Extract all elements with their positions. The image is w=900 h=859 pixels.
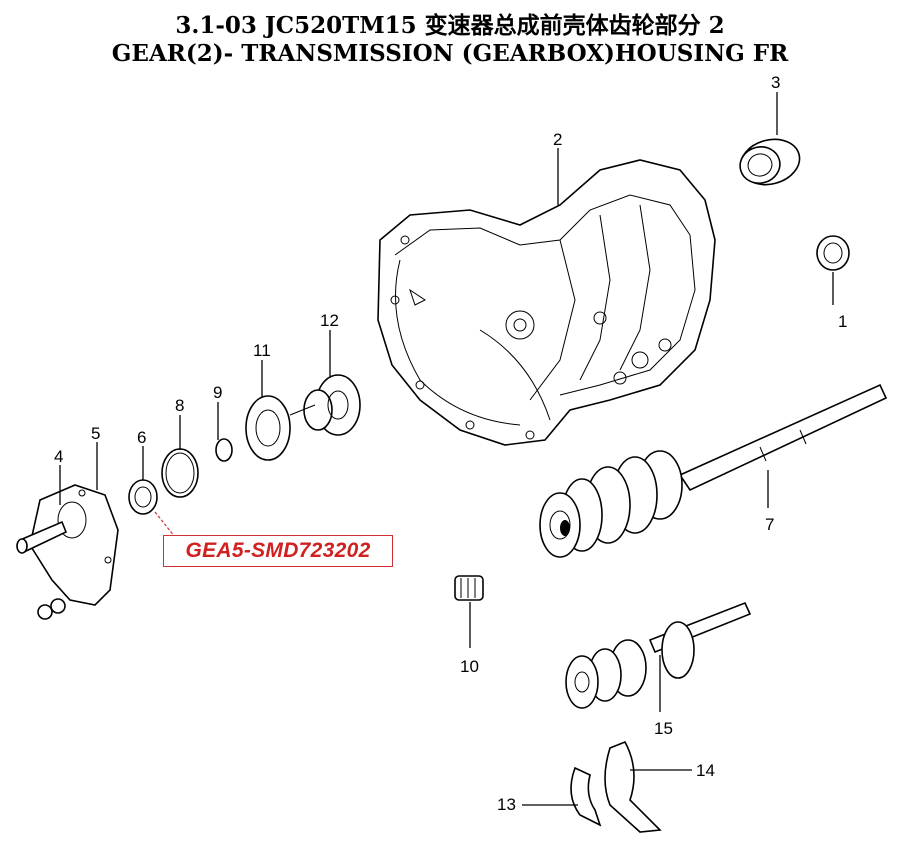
callout-3: 3 — [771, 73, 780, 92]
part-9-snap-ring[interactable] — [215, 438, 233, 462]
callout-10: 10 — [460, 657, 479, 676]
part-4-input-stud[interactable] — [16, 520, 68, 554]
callout-2: 2 — [553, 130, 562, 149]
part-13-shift-fork[interactable] — [570, 766, 602, 827]
callout-14: 14 — [696, 761, 715, 780]
callout-12: 12 — [320, 311, 339, 330]
part-7-main-shaft[interactable] — [539, 383, 888, 558]
callout-7: 7 — [765, 515, 774, 534]
diagram-title-line1: 3.1-03 JC520TM15 变速器总成前壳体齿轮部分 2 — [175, 12, 725, 39]
callout-4: 4 — [54, 447, 63, 466]
callout-15: 15 — [654, 719, 673, 738]
part-number-highlight-box[interactable]: GEA5-SMD723202 — [163, 535, 393, 567]
callout-8: 8 — [175, 396, 184, 415]
callout-numbers: 1 2 3 4 5 6 7 8 9 10 11 12 13 14 15 — [54, 73, 847, 814]
part-6-oil-seal[interactable] — [128, 479, 158, 515]
part-5-bearing-retainer[interactable] — [29, 484, 119, 606]
part-3-bearing[interactable] — [735, 133, 804, 191]
part-15-counter-shaft[interactable] — [565, 601, 752, 709]
leader-lines — [59, 92, 834, 806]
part-14-shift-fork[interactable] — [604, 740, 662, 833]
nuts — [37, 598, 66, 620]
callout-1: 1 — [838, 312, 847, 331]
callout-6: 6 — [137, 428, 146, 447]
part-2-transmission-housing[interactable] — [377, 159, 716, 446]
callout-13: 13 — [497, 795, 516, 814]
callout-5: 5 — [91, 424, 100, 443]
part-number-label: GEA5-SMD723202 — [185, 539, 371, 562]
part-12-gear[interactable] — [303, 374, 361, 436]
diagram-title-line2: GEAR(2)- TRANSMISSION (GEARBOX)HOUSING F… — [111, 40, 789, 67]
callout-11: 11 — [253, 341, 271, 360]
part-8-o-ring[interactable] — [161, 448, 199, 498]
part-11-synchronizer[interactable] — [245, 395, 316, 461]
part-10-needle-bearing[interactable] — [454, 575, 484, 601]
part-1-seal[interactable] — [816, 235, 850, 271]
callout-9: 9 — [213, 383, 222, 402]
